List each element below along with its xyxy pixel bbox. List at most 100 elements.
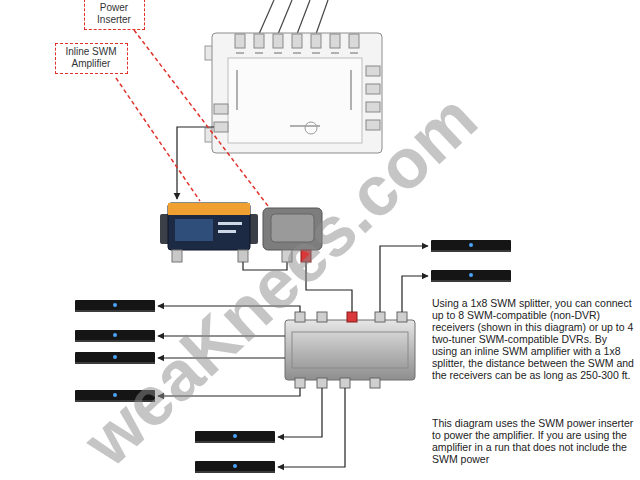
inline-amplifier <box>238 250 248 262</box>
receiver <box>431 250 511 252</box>
receiver <box>195 461 275 473</box>
receiver <box>75 400 155 402</box>
receiver <box>113 303 117 307</box>
coax-cable <box>158 306 300 312</box>
swm-multiswitch <box>214 104 228 114</box>
callout-label: Inline SWM Amplifier <box>60 46 122 70</box>
receiver <box>195 431 275 443</box>
receiver <box>75 330 155 342</box>
splitter <box>292 332 408 368</box>
swm-multiswitch <box>311 34 321 48</box>
inline-amplifier <box>172 250 182 262</box>
receiver <box>195 441 275 443</box>
coax-cable <box>158 335 285 336</box>
power-inserter <box>263 208 322 262</box>
coax-cable <box>177 127 214 199</box>
receiver <box>195 461 275 473</box>
leader-line <box>134 30 268 206</box>
dish-cable <box>278 0 292 34</box>
swm-multiswitch <box>366 84 380 94</box>
receiver <box>75 390 155 402</box>
swm-multiswitch <box>212 33 382 153</box>
swm-multiswitch <box>236 52 358 127</box>
swm-multiswitch <box>366 120 380 130</box>
splitter <box>397 312 407 322</box>
swm-multiswitch <box>255 52 263 54</box>
inline-amplifier <box>175 219 213 241</box>
receiver <box>75 300 155 312</box>
receiver <box>75 352 155 364</box>
swm-multiswitch <box>214 34 380 132</box>
splitter <box>285 312 415 388</box>
receiver <box>75 390 155 402</box>
splitter <box>317 312 327 322</box>
leader-line <box>116 78 200 201</box>
coax-cable <box>158 388 300 396</box>
coax-cable <box>380 246 428 312</box>
power-inserter <box>263 208 322 250</box>
receiver <box>469 243 473 247</box>
inline-amplifier <box>218 230 236 233</box>
receiver <box>75 310 155 312</box>
swm-multiswitch <box>350 52 358 54</box>
receiver <box>113 333 117 337</box>
receiver <box>431 280 511 282</box>
receiver <box>195 431 275 443</box>
swm-multiswitch <box>228 58 362 143</box>
swm-multiswitch <box>293 52 301 54</box>
splitter <box>295 378 305 388</box>
swm-multiswitch <box>349 34 359 48</box>
dish-cable <box>259 0 274 34</box>
swm-multiswitch <box>235 34 245 48</box>
receiver <box>431 240 511 252</box>
coax-cable <box>278 388 345 467</box>
swm-multiswitch <box>331 52 339 54</box>
receiver <box>233 434 237 438</box>
swm-multiswitch <box>330 34 340 48</box>
inline-amplifier <box>168 203 250 250</box>
dish-cable <box>259 0 328 34</box>
receiver <box>113 393 117 397</box>
receiver <box>75 352 155 364</box>
power-inserter <box>282 250 292 262</box>
swm-multiswitch <box>205 33 382 153</box>
note-text: Using a 1x8 SWM splitter, you can connec… <box>432 297 634 381</box>
receiver <box>233 464 237 468</box>
receiver <box>113 355 117 359</box>
watermark: weaKnees.com <box>71 82 489 478</box>
splitter <box>375 312 385 322</box>
receiver <box>431 240 511 252</box>
swm-multiswitch <box>273 34 283 48</box>
inline-amplifier <box>218 222 242 225</box>
inline-amplifier <box>168 203 250 215</box>
splitter <box>347 312 357 322</box>
swm-multiswitch <box>254 34 264 48</box>
coax-cable <box>306 262 352 317</box>
dish-cable <box>297 0 310 34</box>
swm-multiswitch <box>214 122 228 132</box>
coax-cable <box>158 357 285 358</box>
receiver <box>431 270 511 282</box>
receiver <box>75 340 155 342</box>
receiver <box>195 471 275 473</box>
receiver <box>431 270 511 282</box>
splitter <box>340 378 350 388</box>
callout-label: Power Inserter <box>89 2 139 26</box>
power-inserter <box>301 250 311 262</box>
swm-multiswitch <box>274 52 282 54</box>
receiver <box>75 330 155 342</box>
swm-multiswitch <box>366 102 380 112</box>
swm-multiswitch <box>305 122 317 134</box>
swm-multiswitch <box>236 52 244 54</box>
coax-cable <box>278 388 322 437</box>
splitter <box>285 320 415 380</box>
callout-box: Power Inserter <box>84 0 145 30</box>
leader-line <box>116 30 268 206</box>
splitter <box>295 312 305 322</box>
swm-multiswitch <box>292 34 302 48</box>
coax-cable <box>402 276 428 312</box>
swm-multiswitch <box>236 70 238 110</box>
